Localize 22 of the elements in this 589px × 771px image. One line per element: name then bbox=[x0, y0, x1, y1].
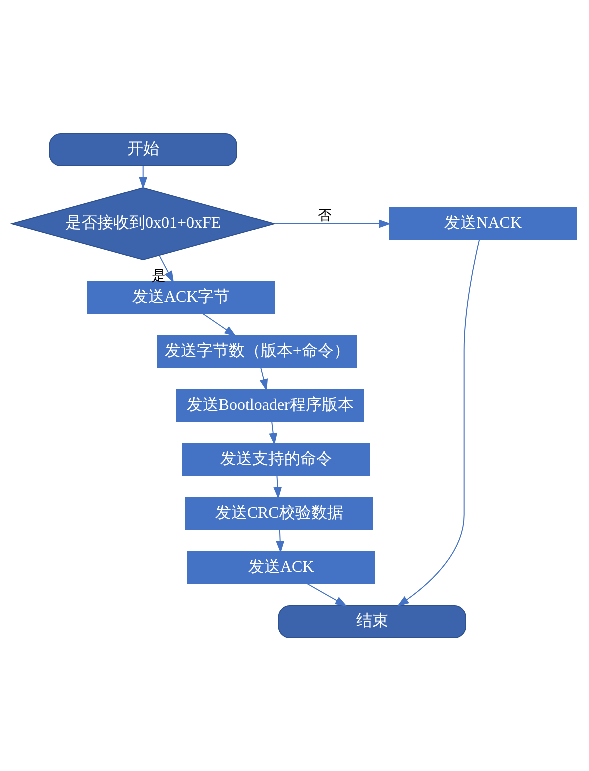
node-box: 发送ACK字节 bbox=[87, 281, 276, 314]
node-box: 开始 bbox=[49, 133, 238, 166]
arrow bbox=[269, 421, 278, 445]
node-box: 发送支持的命令 bbox=[182, 443, 370, 476]
arrow bbox=[260, 367, 268, 391]
arrow bbox=[274, 475, 282, 499]
node-box: 发送NACK bbox=[389, 207, 578, 240]
edge-label: 否 bbox=[318, 208, 332, 224]
arrow bbox=[397, 239, 480, 606]
node-box: 发送ACK bbox=[187, 551, 376, 584]
node-box: 发送Bootloader程序版本 bbox=[176, 389, 364, 422]
node-diamond: 是否接收到0x01+0xFE bbox=[10, 186, 277, 260]
edge-label: 是 bbox=[152, 268, 166, 284]
arrow bbox=[202, 313, 237, 336]
arrow bbox=[274, 219, 392, 228]
arrow bbox=[159, 254, 174, 283]
node-box: 发送字节数（版本+命令） bbox=[157, 335, 358, 368]
arrow bbox=[307, 583, 348, 606]
node-box: 发送CRC校验数据 bbox=[185, 497, 374, 530]
arrow bbox=[276, 529, 285, 553]
arrow bbox=[139, 165, 148, 189]
node-box: 结束 bbox=[278, 605, 466, 638]
